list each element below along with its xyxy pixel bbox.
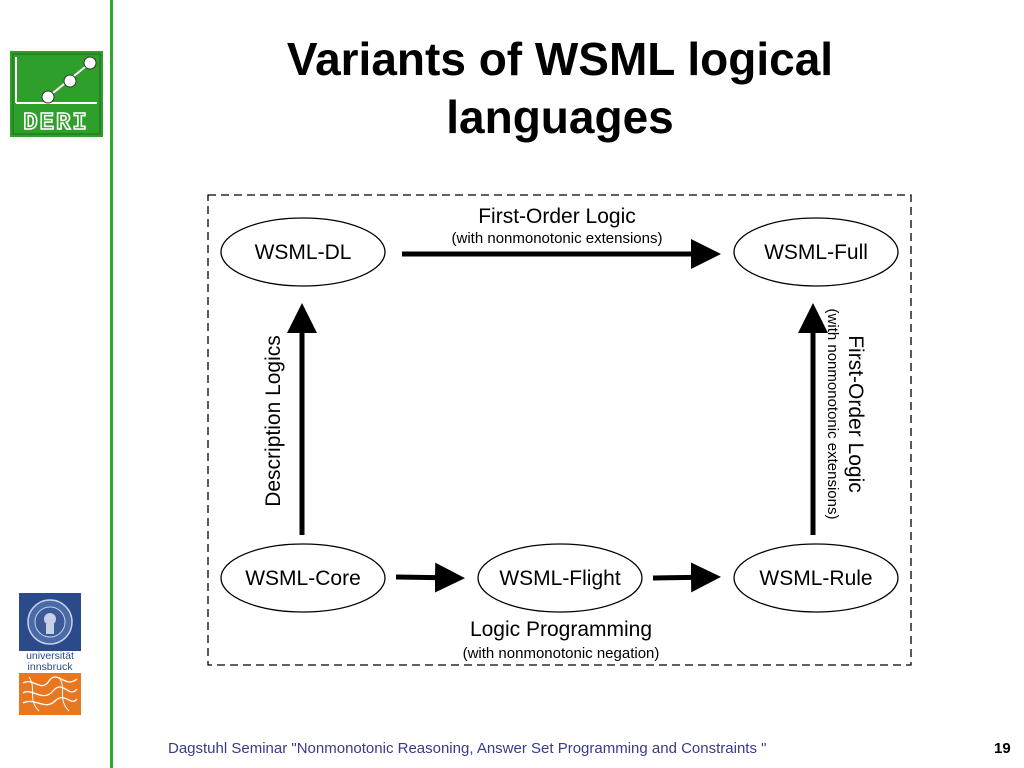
arrow-core-to-flight <box>395 562 465 593</box>
node-wsml-flight: WSML-Flight <box>477 543 643 613</box>
node-wsml-core-label: WSML-Core <box>245 567 361 590</box>
green-divider-bar <box>110 0 113 768</box>
deri-logo-text: DERI <box>23 110 89 137</box>
university-line2: innsbruck <box>28 661 74 673</box>
edge-sublabel-right: (with nonmonotonic extensions) <box>824 309 841 520</box>
edge-sublabel-bottom: (with nonmonotonic negation) <box>463 645 660 662</box>
node-wsml-dl: WSML-DL <box>220 217 386 287</box>
page-number: 19 <box>994 740 1011 757</box>
edge-label-top: First-Order Logic <box>478 205 636 228</box>
diagram-frame <box>207 194 912 666</box>
node-wsml-full: WSML-Full <box>733 217 899 287</box>
edge-label-bottom: Logic Programming <box>470 618 652 641</box>
slide-footer: Dagstuhl Seminar "Nonmonotonic Reasoning… <box>168 740 767 757</box>
deri-logo-icon: DERI <box>10 51 103 137</box>
node-wsml-full-label: WSML-Full <box>764 241 868 264</box>
node-wsml-rule: WSML-Rule <box>733 543 899 613</box>
edge-sublabel-top: (with nonmonotonic extensions) <box>452 230 663 247</box>
node-wsml-dl-label: WSML-DL <box>255 241 352 264</box>
node-wsml-flight-label: WSML-Flight <box>499 567 621 590</box>
arrow-flight-to-rule <box>652 562 721 593</box>
slide-title: Variants of WSML logical languages <box>200 30 920 146</box>
node-wsml-rule-label: WSML-Rule <box>759 567 872 590</box>
edge-label-right: First-Order Logic <box>844 335 867 493</box>
university-innsbruck-logo-icon: universität innsbruck <box>19 593 81 715</box>
node-wsml-core: WSML-Core <box>220 543 386 613</box>
slide-title-line1: Variants of WSML logical <box>286 33 834 85</box>
slide-title-line2: languages <box>446 91 674 143</box>
edge-label-left: Description Logics <box>262 335 285 507</box>
university-line1: universität <box>26 650 74 662</box>
